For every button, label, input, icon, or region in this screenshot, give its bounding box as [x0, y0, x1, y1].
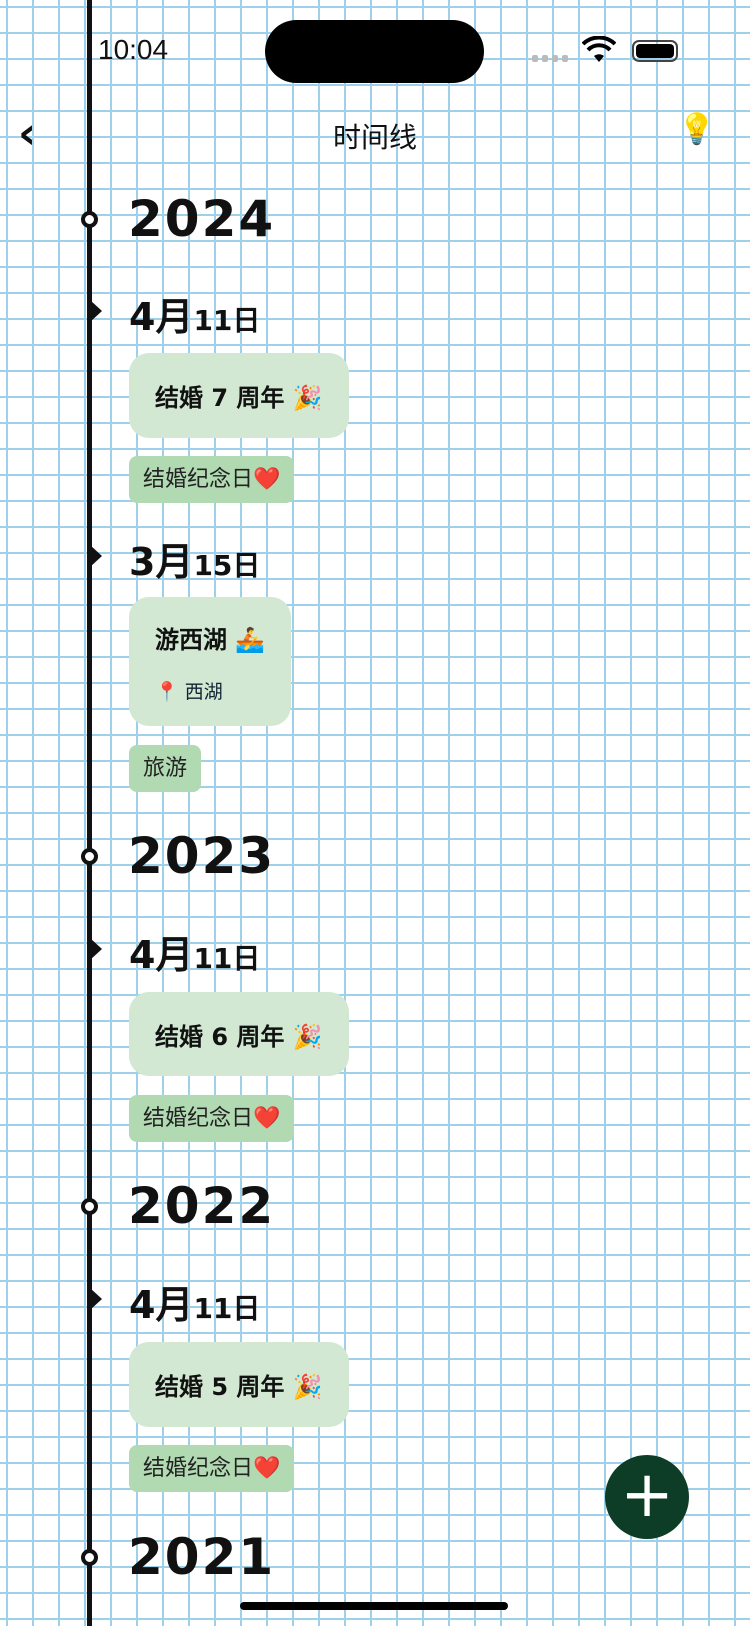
date-marker [90, 938, 102, 960]
month: 4月 [129, 933, 194, 977]
location-pin-icon: 📍 [155, 680, 179, 703]
dynamic-island [265, 20, 484, 83]
wifi-icon [581, 35, 617, 72]
month: 4月 [129, 295, 194, 339]
event-tag[interactable]: 结婚纪念日❤️ [129, 1445, 295, 1492]
back-button[interactable]: ‹ [18, 108, 37, 159]
year-heading: 2023 [128, 827, 276, 885]
year-marker [81, 1198, 98, 1215]
add-event-button[interactable]: + [605, 1455, 689, 1539]
event-date: 4月11日 [129, 1274, 260, 1329]
year-heading: 2022 [128, 1177, 276, 1235]
lightbulb-icon[interactable]: 💡 [678, 112, 716, 147]
day: 11日 [193, 942, 261, 975]
event-tag[interactable]: 结婚纪念日❤️ [129, 1095, 295, 1142]
status-time: 10:04 [98, 34, 169, 65]
year-marker [81, 211, 98, 228]
event-title: 结婚 6 周年 🎉 [155, 1022, 323, 1051]
event-card[interactable]: 游西湖 🚣 📍 西湖 [129, 597, 292, 726]
event-title: 结婚 5 周年 🎉 [155, 1373, 323, 1401]
event-card[interactable]: 结婚 7 周年 🎉 [129, 353, 349, 438]
year-marker [81, 848, 98, 865]
event-card[interactable]: 结婚 5 周年 🎉 [129, 1342, 349, 1427]
event-date: 3月15日 [129, 531, 260, 586]
event-title: 游西湖 🚣 [155, 625, 266, 654]
event-tag[interactable]: 旅游 [129, 745, 202, 792]
event-location: 📍 西湖 [155, 677, 265, 704]
timeline-line [87, 0, 92, 1626]
event-date: 4月11日 [129, 286, 260, 341]
event-date: 4月11日 [129, 924, 260, 979]
event-title: 结婚 7 周年 🎉 [155, 384, 323, 412]
date-marker [90, 1288, 102, 1310]
event-card[interactable]: 结婚 6 周年 🎉 [129, 992, 349, 1076]
year-heading: 2024 [128, 190, 276, 248]
year-marker [81, 1549, 98, 1566]
date-marker [90, 545, 102, 567]
day: 15日 [193, 549, 261, 582]
battery-icon [632, 40, 678, 62]
event-tag[interactable]: 结婚纪念日❤️ [129, 456, 295, 503]
month: 3月 [129, 540, 194, 584]
day: 11日 [193, 304, 261, 337]
day: 11日 [193, 1292, 261, 1325]
cellular-signal-icon [532, 55, 568, 62]
home-indicator[interactable] [240, 1602, 508, 1610]
page-title: 时间线 [332, 121, 417, 154]
location-text: 西湖 [184, 680, 223, 703]
date-marker [90, 300, 102, 322]
year-heading: 2021 [128, 1528, 276, 1586]
month: 4月 [129, 1283, 194, 1327]
